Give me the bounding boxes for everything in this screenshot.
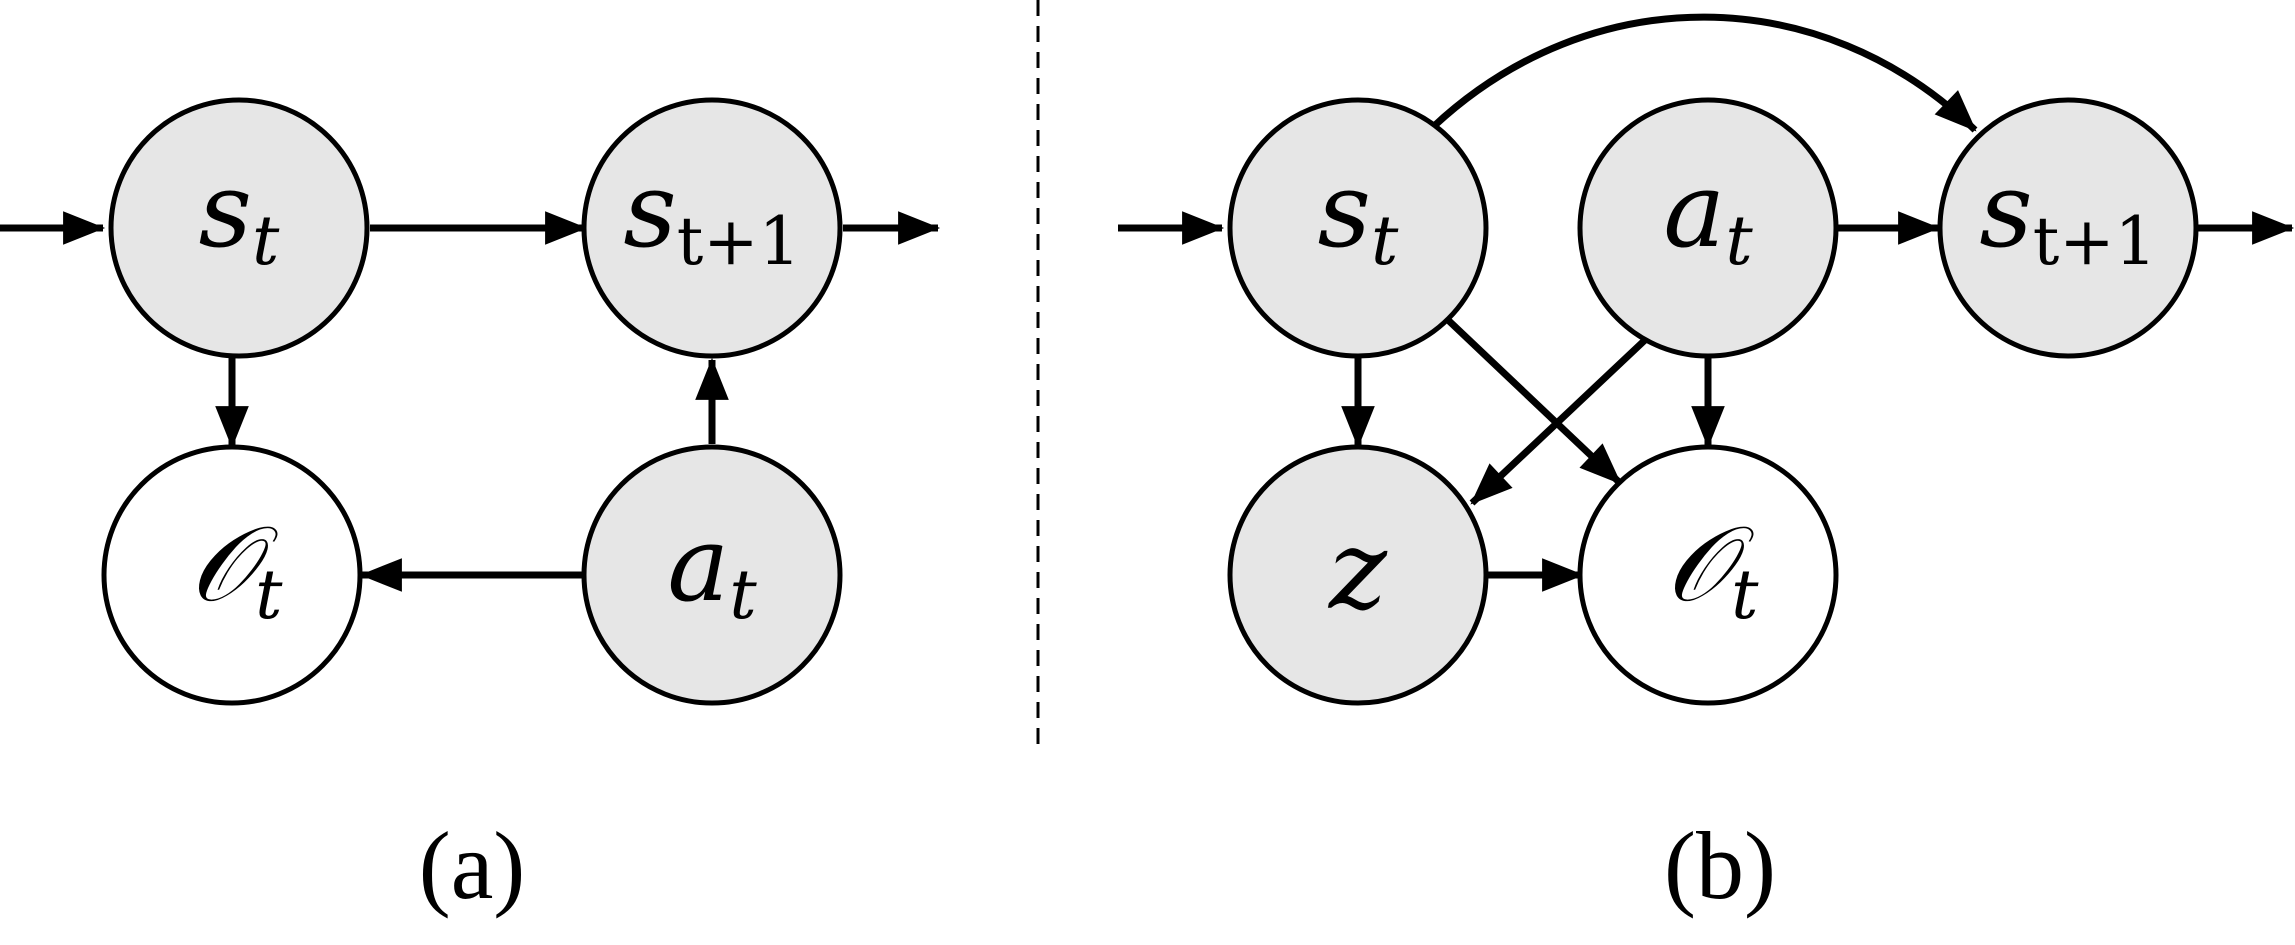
node-b-O-t-circle [1577,444,1839,706]
edge-b-st-Ot [1445,317,1623,486]
node-a-O-t-circle [101,444,363,706]
panel-b-edges [1118,13,2295,592]
node-a-a-t-label: at [667,503,757,635]
node-b-z-label: z [1327,506,1388,634]
edge-b-st-st1-curve [1430,13,1978,133]
node-a-s-t: st [108,97,370,359]
node-b-O-t: 𝒪t [1577,444,1839,706]
node-a-s-t-label: st [199,149,280,281]
panel-a-nodes: st st+1 𝒪t at [101,97,843,706]
panel-b-nodes: st at st+1 z 𝒪t [1227,97,2199,706]
node-b-s-t1-circle [1937,97,2199,359]
node-b-s-t-circle [1227,97,1489,359]
panel-a-edges [0,211,941,592]
node-a-s-t-circle [108,97,370,359]
edge-b-at-z [1469,337,1648,506]
node-a-s-t1-circle [581,97,843,359]
node-a-a-t-circle [581,444,843,706]
node-b-z: z [1227,444,1489,706]
node-b-s-t1: st+1 [1937,97,2199,359]
node-b-a-t-circle [1577,97,1839,359]
node-b-z-circle [1227,444,1489,706]
node-a-O-t: 𝒪t [101,444,363,706]
panel-b-caption: (b) [1664,812,1776,919]
node-a-s-t1: st+1 [581,97,843,359]
node-a-a-t: at [581,444,843,706]
node-a-s-t1-label: st+1 [623,149,800,280]
node-b-a-t: at [1577,97,1839,359]
node-b-s-t: st [1227,97,1489,359]
node-b-s-t-label: st [1318,149,1399,281]
node-b-a-t-label: at [1663,149,1753,281]
panel-a-caption: (a) [419,812,526,919]
node-b-s-t1-label: st+1 [1979,149,2156,280]
